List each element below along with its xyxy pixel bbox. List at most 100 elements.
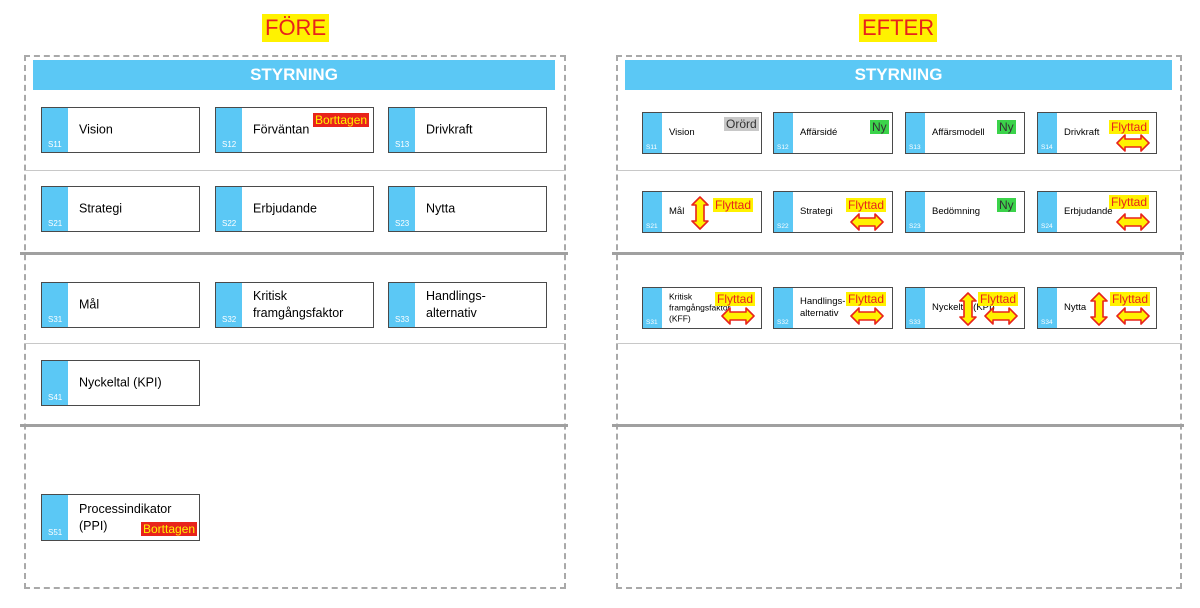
- card-code: S23: [395, 219, 410, 228]
- card-s21-after: S21 Mål Flyttad: [642, 191, 762, 233]
- double-arrow-horizontal-icon: [721, 307, 755, 325]
- status-badge: Flyttad: [715, 292, 756, 306]
- card-label: Affärsmodell: [932, 127, 985, 138]
- card-s22-after: S22 Strategi Flyttad: [773, 191, 893, 233]
- double-arrow-vertical-icon: [1090, 292, 1108, 326]
- card-tab: S23: [906, 192, 925, 232]
- title-after: EFTER: [859, 14, 938, 42]
- card-code: S22: [777, 223, 789, 230]
- card-label: Nyckeltal (KPI): [932, 302, 995, 313]
- status-badge: Borttagen: [313, 113, 370, 127]
- card-s32: S32 Kritisk framgångsfaktor: [215, 282, 374, 328]
- card-code: S31: [646, 319, 658, 326]
- card-tab: S31: [42, 283, 68, 327]
- card-label: Strategi: [79, 201, 123, 216]
- status-badge: Flyttad: [1109, 120, 1150, 134]
- card-tab: S21: [42, 187, 68, 231]
- double-arrow-horizontal-icon: [850, 213, 884, 231]
- card-s31: S31 Mål: [41, 282, 200, 328]
- card-code: S14: [1041, 144, 1053, 151]
- card-label: Nytta: [426, 201, 456, 216]
- status-badge: Flyttad: [846, 292, 887, 306]
- card-code: S33: [395, 315, 410, 324]
- card-tab: S11: [42, 108, 68, 152]
- row-divider: [20, 424, 568, 427]
- card-label: Handlings- alternativ: [426, 289, 486, 320]
- row-divider: [24, 343, 566, 344]
- card-s13-after: S13 Affärsmodell Ny: [905, 112, 1025, 154]
- double-arrow-vertical-icon: [959, 292, 977, 326]
- card-tab: S22: [216, 187, 242, 231]
- card-label: Förväntan: [253, 122, 310, 137]
- double-arrow-horizontal-icon: [1116, 307, 1150, 325]
- card-label: Mål: [79, 297, 100, 312]
- card-s23: S23 Nytta: [388, 186, 547, 232]
- card-label: Nyckeltal (KPI): [79, 375, 162, 390]
- card-code: S32: [222, 315, 237, 324]
- card-tab: S21: [643, 192, 662, 232]
- double-arrow-vertical-icon: [691, 196, 709, 230]
- card-tab: S13: [906, 113, 925, 153]
- card-label: Vision: [669, 127, 695, 138]
- card-code: S21: [48, 219, 63, 228]
- card-tab: S14: [1038, 113, 1057, 153]
- header-after: STYRNING: [625, 60, 1172, 90]
- row-divider: [20, 252, 568, 255]
- card-s51: S51 Processindikator (PPI) Borttagen: [41, 494, 200, 541]
- card-label: Strategi: [800, 206, 833, 217]
- card-code: S51: [48, 528, 63, 537]
- card-code: S13: [909, 144, 921, 151]
- card-s24-after: S24 Erbjudande Flyttad: [1037, 191, 1157, 233]
- card-s11: S11 Vision: [41, 107, 200, 153]
- card-s31-after: S31 Kritisk framgångsfaktor (KFF) Flytta…: [642, 287, 762, 329]
- status-badge: Flyttad: [978, 292, 1019, 306]
- status-badge: Flyttad: [713, 198, 754, 212]
- card-code: S31: [48, 315, 63, 324]
- row-divider: [24, 170, 566, 171]
- card-code: S22: [222, 219, 237, 228]
- card-tab: S13: [389, 108, 415, 152]
- card-tab: S32: [774, 288, 793, 328]
- card-code: S23: [909, 223, 921, 230]
- status-badge: Ny: [997, 120, 1016, 134]
- card-code: S34: [1041, 319, 1053, 326]
- card-s32-after: S32 Handlings- alternativ Flyttad: [773, 287, 893, 329]
- card-label: Kritisk framgångsfaktor (KFF): [669, 291, 731, 324]
- card-tab: S11: [643, 113, 662, 153]
- card-label: Drivkraft: [426, 122, 473, 137]
- double-arrow-horizontal-icon: [1116, 213, 1150, 231]
- card-s11-after: S11 Vision Orörd: [642, 112, 762, 154]
- card-s33-after: S33 Nyckeltal (KPI) Flyttad: [905, 287, 1025, 329]
- row-divider: [612, 252, 1184, 255]
- card-label: Erbjudande: [253, 201, 317, 216]
- panel-after: [616, 55, 1182, 589]
- card-label: Processindikator (PPI): [79, 501, 172, 533]
- status-badge: Flyttad: [1109, 195, 1150, 209]
- card-label: Nytta: [1064, 302, 1087, 313]
- status-badge: Flyttad: [846, 198, 887, 212]
- card-tab: S41: [42, 361, 68, 405]
- card-tab: S34: [1038, 288, 1057, 328]
- card-code: S21: [646, 223, 658, 230]
- status-badge: Ny: [870, 120, 889, 134]
- row-divider: [616, 170, 1182, 171]
- card-label: Bedömning: [932, 206, 981, 217]
- card-code: S33: [909, 319, 921, 326]
- double-arrow-horizontal-icon: [1116, 134, 1150, 152]
- status-badge: Ny: [997, 198, 1016, 212]
- card-s23-after: S23 Bedömning Ny: [905, 191, 1025, 233]
- card-tab: S33: [906, 288, 925, 328]
- card-label: Erbjudande: [1064, 206, 1113, 217]
- card-s12-after: S12 Affärsidé Ny: [773, 112, 893, 154]
- card-s21: S21 Strategi: [41, 186, 200, 232]
- card-s13: S13 Drivkraft: [388, 107, 547, 153]
- panel-before: [24, 55, 566, 589]
- card-code: S13: [395, 140, 410, 149]
- card-tab: S51: [42, 495, 68, 540]
- card-code: S32: [777, 319, 789, 326]
- card-code: S12: [777, 144, 789, 151]
- card-code: S24: [1041, 223, 1053, 230]
- status-badge: Borttagen: [141, 522, 198, 536]
- double-arrow-horizontal-icon: [850, 307, 884, 325]
- card-tab: S23: [389, 187, 415, 231]
